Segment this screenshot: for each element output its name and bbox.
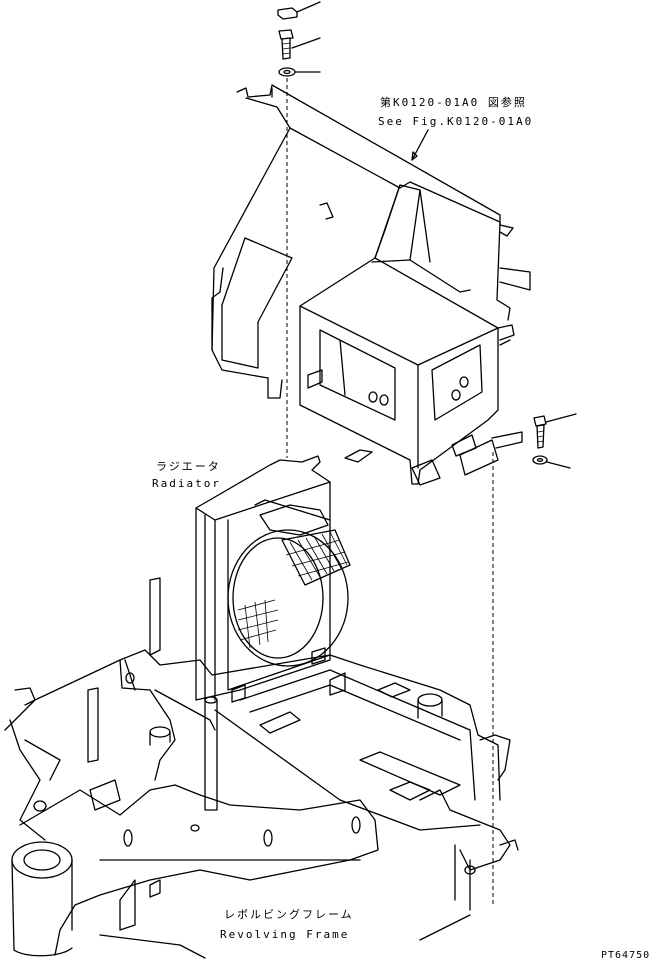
bolt-top-part — [278, 29, 321, 60]
drawing-code: PT64750 — [601, 950, 651, 961]
ref-leader — [411, 129, 429, 161]
ref-arrow — [411, 151, 418, 161]
frame-label-en: Revolving Frame — [220, 928, 350, 941]
washer-top-part — [278, 67, 321, 77]
reference-label-jp: 第K0120-01A0 図参照 — [380, 96, 527, 109]
cap-part — [277, 1, 321, 20]
radiator-label-jp: ラジエータ — [156, 460, 221, 473]
frame-label-jp: レボルビングフレーム — [224, 908, 354, 921]
washer-right-part — [532, 455, 571, 469]
reference-label-en: See Fig.K0120-01A0 — [378, 115, 534, 128]
duct-box — [299, 184, 523, 486]
radiator-label-en: Radiator — [152, 477, 221, 490]
radiator — [195, 455, 351, 703]
bolt-right-part — [533, 413, 577, 449]
cover-plate — [211, 84, 531, 399]
revolving-frame — [4, 577, 519, 959]
